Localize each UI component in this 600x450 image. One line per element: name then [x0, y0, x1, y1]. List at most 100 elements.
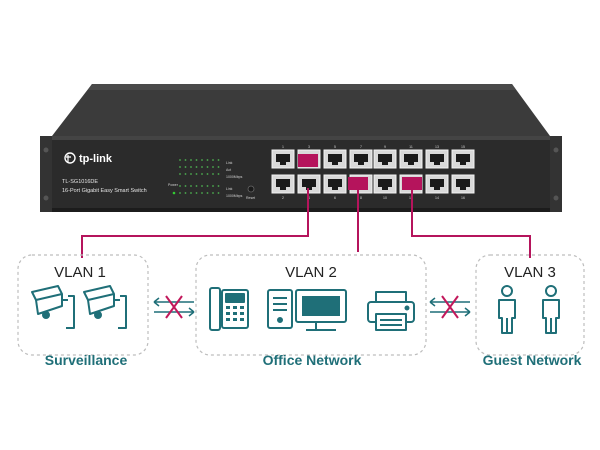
- status-led: [184, 185, 187, 187]
- status-led: [201, 173, 203, 175]
- port-number-label: 9: [384, 145, 386, 149]
- status-led: [195, 185, 198, 187]
- port-number-label: 7: [360, 145, 362, 149]
- port-number-label: 3: [308, 145, 310, 149]
- status-led: [184, 166, 187, 168]
- status-led: [217, 166, 220, 168]
- status-led: [195, 192, 198, 194]
- security-camera-icon: [31, 285, 75, 329]
- port-number-label: 5: [334, 145, 336, 149]
- desktop-computer-icon: [267, 289, 347, 331]
- reset-label: Reset: [246, 196, 255, 200]
- printer-icon: [367, 291, 415, 331]
- status-led: [206, 185, 209, 187]
- led-label-1000mbps: 1000Mbps: [226, 175, 243, 179]
- status-led: [184, 159, 187, 161]
- rack-ear-right: [550, 136, 562, 212]
- network-switch: tp-link TL-SG1016DE 16-Port Gigabit Easy…: [40, 84, 562, 212]
- status-led: [201, 185, 203, 187]
- plugged-cable-connector: [402, 177, 422, 190]
- ethernet-port: [399, 149, 423, 169]
- status-led: [179, 159, 181, 161]
- status-led: [217, 159, 220, 161]
- vlan-connections: [81, 188, 531, 258]
- status-led: [195, 173, 198, 175]
- ethernet-port: [271, 149, 295, 169]
- ip-phone-icon: [209, 287, 249, 331]
- status-led: [195, 159, 198, 161]
- vlan1-title: VLAN 1: [54, 264, 106, 281]
- status-led: [212, 166, 214, 168]
- status-led: [212, 192, 214, 194]
- vlan2-label: Office Network: [263, 352, 362, 368]
- status-led: [184, 192, 187, 194]
- status-led: [195, 166, 198, 168]
- switch-top: [52, 84, 550, 136]
- status-led: [206, 173, 209, 175]
- status-led: [179, 192, 181, 194]
- connection-line-vlan1: [81, 188, 309, 258]
- status-led: [201, 192, 203, 194]
- person-icon: [542, 285, 560, 334]
- status-led: [190, 173, 192, 175]
- ethernet-port: [349, 149, 373, 169]
- status-led: [217, 173, 220, 175]
- person-icon: [498, 285, 516, 334]
- status-led: [179, 166, 181, 168]
- vlan3-label: Guest Network: [483, 352, 582, 368]
- status-led: [190, 185, 192, 187]
- tp-link-logo: tp-link: [64, 152, 113, 165]
- led-label-link-2: Link: [226, 187, 233, 191]
- ethernet-port: [323, 149, 347, 169]
- status-led: [184, 173, 187, 175]
- status-led: [190, 166, 192, 168]
- status-led: [179, 173, 181, 175]
- status-led: [212, 185, 214, 187]
- blocked-link-icon: [153, 295, 195, 319]
- port-number-label: 10: [383, 196, 387, 200]
- status-led: [190, 192, 192, 194]
- connection-line-vlan3: [411, 190, 531, 258]
- plugged-cable-connector: [348, 177, 368, 190]
- port-number-label: 11: [409, 145, 413, 149]
- vlan1-box: [17, 254, 149, 356]
- model-number: TL-SG1016DE: [62, 179, 98, 185]
- status-led: [212, 159, 214, 161]
- led-label-act: Act: [226, 168, 231, 172]
- port-number-label: 2: [282, 196, 284, 200]
- status-led: [201, 166, 203, 168]
- status-led: [217, 192, 220, 194]
- ethernet-port: [373, 149, 397, 169]
- power-led-label: Power: [168, 183, 179, 187]
- ethernet-port: [425, 174, 449, 194]
- model-description: 16-Port Gigabit Easy Smart Switch: [62, 188, 147, 194]
- status-led: [206, 192, 209, 194]
- status-led: [179, 185, 181, 187]
- led-label-1000mbps-2: 1000Mbps: [226, 194, 243, 198]
- port-number-label: 14: [435, 196, 439, 200]
- reset-button[interactable]: [247, 185, 255, 193]
- ethernet-port: [323, 174, 347, 194]
- port-number-label: 15: [461, 145, 465, 149]
- port-number-label: 16: [461, 196, 465, 200]
- ethernet-port: [425, 149, 449, 169]
- vlan2-box: [195, 254, 427, 356]
- status-led: [201, 159, 203, 161]
- port-number-label: 13: [435, 145, 439, 149]
- power-led: [172, 191, 176, 195]
- led-label-link: Link: [226, 161, 233, 165]
- status-led: [206, 166, 209, 168]
- port-number-label: 1: [282, 145, 284, 149]
- vlan3-title: VLAN 3: [504, 264, 556, 281]
- ethernet-port: [451, 149, 475, 169]
- brand-name: tp-link: [79, 153, 113, 165]
- led-indicator-panel: [179, 159, 220, 194]
- status-led: [217, 185, 220, 187]
- status-led: [212, 173, 214, 175]
- status-led: [206, 159, 209, 161]
- rack-ear-left: [40, 136, 52, 212]
- vlan1-label: Surveillance: [45, 352, 128, 368]
- ethernet-port: [373, 174, 397, 194]
